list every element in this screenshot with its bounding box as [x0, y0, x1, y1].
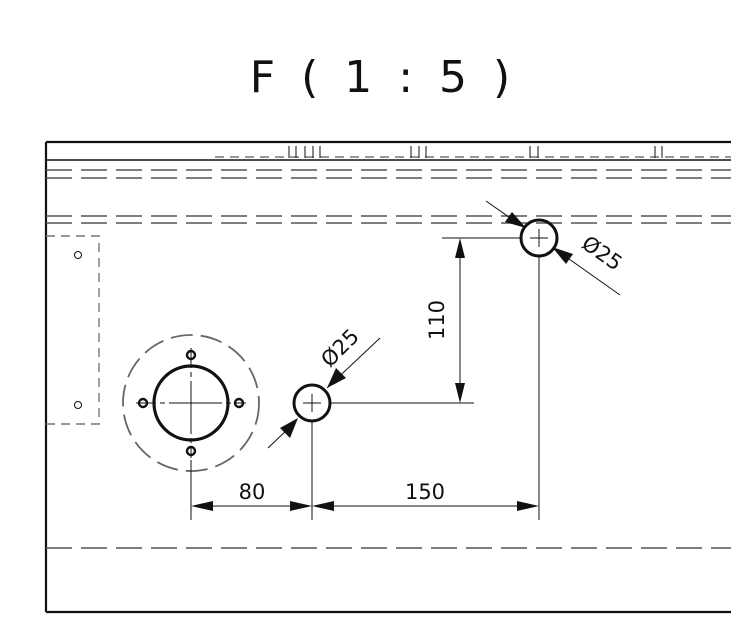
hidden-lines [46, 146, 731, 549]
view-title: F ( 1 : 5 ) [250, 52, 516, 103]
large-flange [122, 334, 260, 472]
dim-80-label: 80 [239, 480, 266, 504]
left-bracket-plate [46, 235, 100, 425]
dim-dia-right: Ø25 [485, 200, 627, 296]
dim-150-label: 150 [405, 480, 445, 504]
dim-80: 80 [190, 460, 312, 520]
dim-dia-middle-label: Ø25 [316, 324, 364, 372]
hole-middle [292, 383, 474, 520]
dim-dia-right-label: Ø25 [577, 231, 626, 275]
dim-150: 150 [312, 480, 539, 511]
dim-110: 110 [425, 238, 465, 403]
dim-dia-middle: Ø25 [267, 324, 381, 449]
part-outline [44, 140, 731, 614]
dim-110-label: 110 [425, 300, 449, 340]
hole-right [442, 218, 559, 520]
